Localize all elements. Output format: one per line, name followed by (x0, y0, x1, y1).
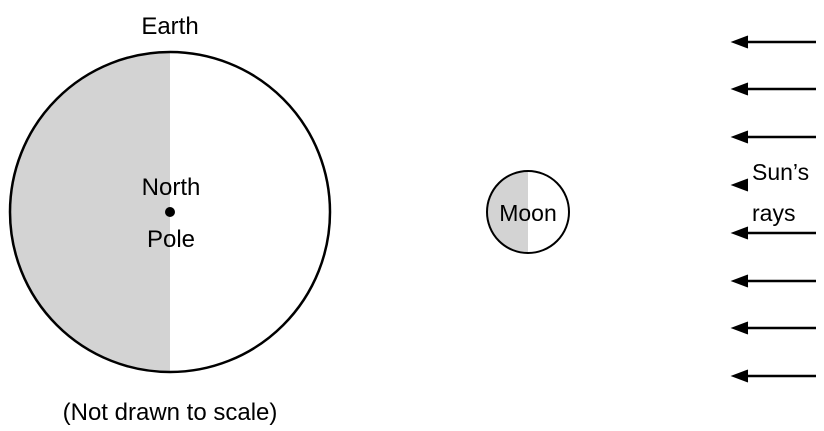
earth-outline (8, 50, 332, 374)
north-pole-dot (165, 207, 175, 217)
earth (8, 50, 332, 374)
north-pole-label-line2: Pole (147, 226, 195, 253)
sun-ray-arrow (730, 321, 816, 335)
sun-ray-arrow (730, 178, 749, 192)
moon-outline (486, 170, 570, 254)
sun-ray-arrow (730, 274, 816, 288)
sun-rays-label-line2: rays (752, 200, 795, 226)
sun-ray-arrow (730, 226, 816, 240)
earth-dark-half (10, 52, 170, 372)
earth-label: Earth (141, 13, 198, 40)
sun-rays-label-line1: Sun’s (752, 159, 809, 185)
sun-rays (730, 35, 816, 383)
sun-ray-arrow (730, 130, 816, 144)
north-pole-label-line1: North (142, 174, 201, 201)
not-to-scale-note: (Not drawn to scale) (63, 399, 278, 426)
sun-ray-arrow (730, 82, 816, 96)
moon-label: Moon (499, 200, 557, 226)
sun-ray-arrow (730, 369, 816, 383)
sun-ray-arrow (730, 35, 816, 49)
